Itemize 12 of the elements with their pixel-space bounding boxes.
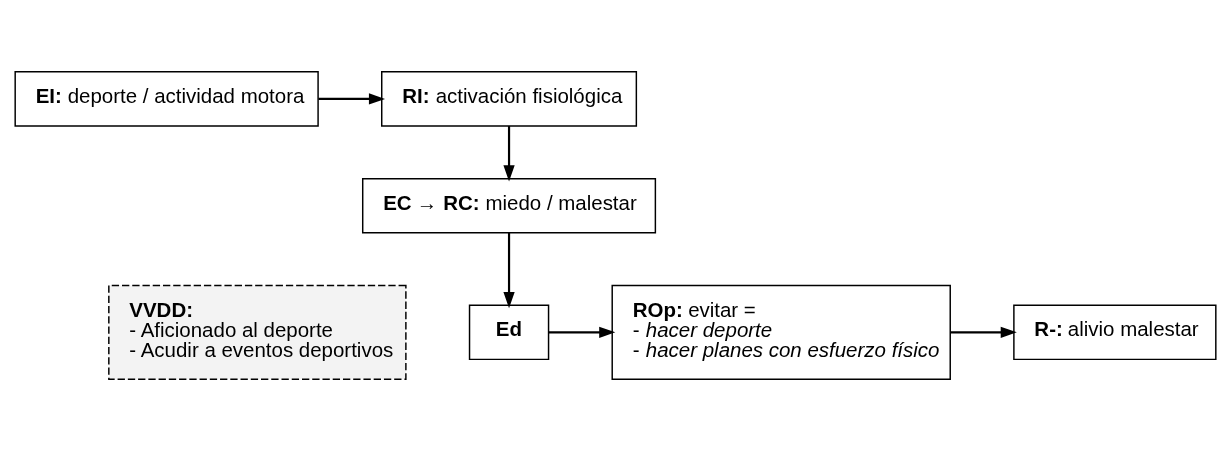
arrow: [950, 326, 1017, 338]
arrow: [503, 232, 515, 308]
arrow: [548, 326, 616, 338]
node-box: Ed: [468, 304, 550, 360]
node-box: EC → RC: miedo / malestar: [361, 177, 657, 234]
node-box: VVDD: - Aficionado al deporte - Acudir a eventos deportivos: [108, 284, 407, 380]
arrow: [318, 92, 386, 105]
node-box: ROp: evitar = - hacer deporte - hacer planes con esfuerzo físico: [611, 284, 951, 380]
node-box: EI: deporte / actividad motora: [14, 70, 319, 127]
arrow: [503, 125, 515, 181]
node-box: RI: activación fisiológica: [381, 70, 638, 127]
node-box: R-: alivio malestar: [1013, 304, 1217, 360]
